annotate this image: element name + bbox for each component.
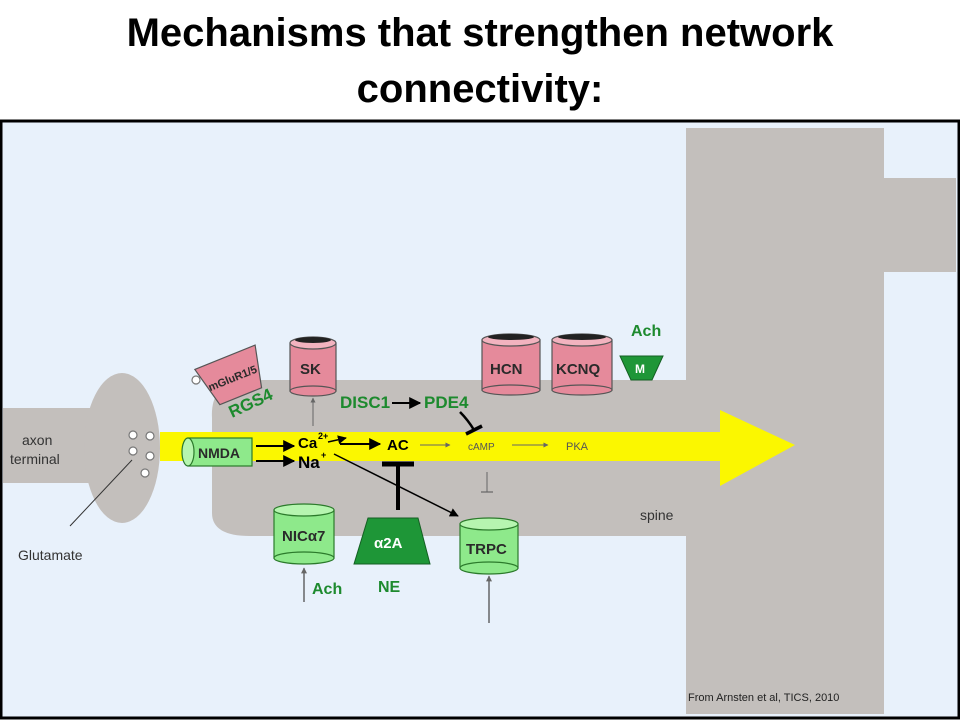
- diagram-canvas: NMDA mGluR1/5 RGS4 SK HCN KCNQ M Ach DIS…: [0, 119, 960, 720]
- ach-top-label: Ach: [631, 323, 661, 340]
- signaling-diagram: NMDA mGluR1/5 RGS4 SK HCN KCNQ M Ach DIS…: [0, 118, 960, 720]
- nic-alpha7-label: NICα7: [282, 528, 325, 545]
- mglur-receptor: mGluR1/5: [193, 344, 263, 406]
- hcn-label: HCN: [490, 361, 523, 378]
- kcnq-channel: [551, 333, 613, 396]
- m-receptor: [619, 355, 664, 381]
- citation: From Arnsten et al, TICS, 2010: [688, 692, 839, 704]
- ca-charge: 2+: [318, 431, 328, 441]
- signal-flow-arrow: [160, 410, 795, 486]
- na-label: Na: [298, 453, 320, 472]
- pde4-inhibition: [459, 411, 476, 431]
- trpc-label: TRPC: [466, 541, 507, 558]
- hcn-channel: [481, 333, 541, 396]
- alpha2a-label: α2A: [374, 535, 403, 552]
- alpha2a-receptor: [353, 517, 431, 565]
- axon-terminal: [84, 373, 160, 523]
- nic-alpha7-receptor: [273, 503, 335, 565]
- spine-label: spine: [640, 507, 674, 523]
- pde4-inhibition-bar: [465, 424, 483, 436]
- glutamate-label: Glutamate: [18, 547, 83, 563]
- kcnq-label: KCNQ: [556, 361, 600, 378]
- ca-label: Ca: [298, 435, 318, 452]
- ach-bottom-label: Ach: [312, 581, 342, 598]
- ne-label: NE: [378, 579, 401, 596]
- dendrite-shaft: [686, 128, 956, 714]
- pka-label: PKA: [566, 441, 589, 453]
- m-label: M: [635, 362, 645, 376]
- slide-title: Mechanisms that strengthen network conne…: [126, 11, 834, 111]
- sk-channel: [289, 336, 337, 397]
- camp-label: cAMP: [468, 442, 495, 453]
- axon-terminal-label: axon terminal: [10, 432, 60, 467]
- ca-to-sk-arrow: [327, 435, 347, 445]
- nmda-label: NMDA: [198, 445, 240, 461]
- pde4-label: PDE4: [424, 393, 469, 412]
- glutamate-vesicles: [128, 375, 201, 478]
- disc1-label: DISC1: [340, 393, 390, 412]
- nmda-receptor: [181, 437, 253, 467]
- ac-label: AC: [387, 437, 409, 454]
- sk-label: SK: [300, 361, 321, 378]
- trpc-channel: [459, 517, 519, 575]
- na-charge: +: [321, 450, 326, 460]
- glutamate-pointer: [69, 459, 133, 527]
